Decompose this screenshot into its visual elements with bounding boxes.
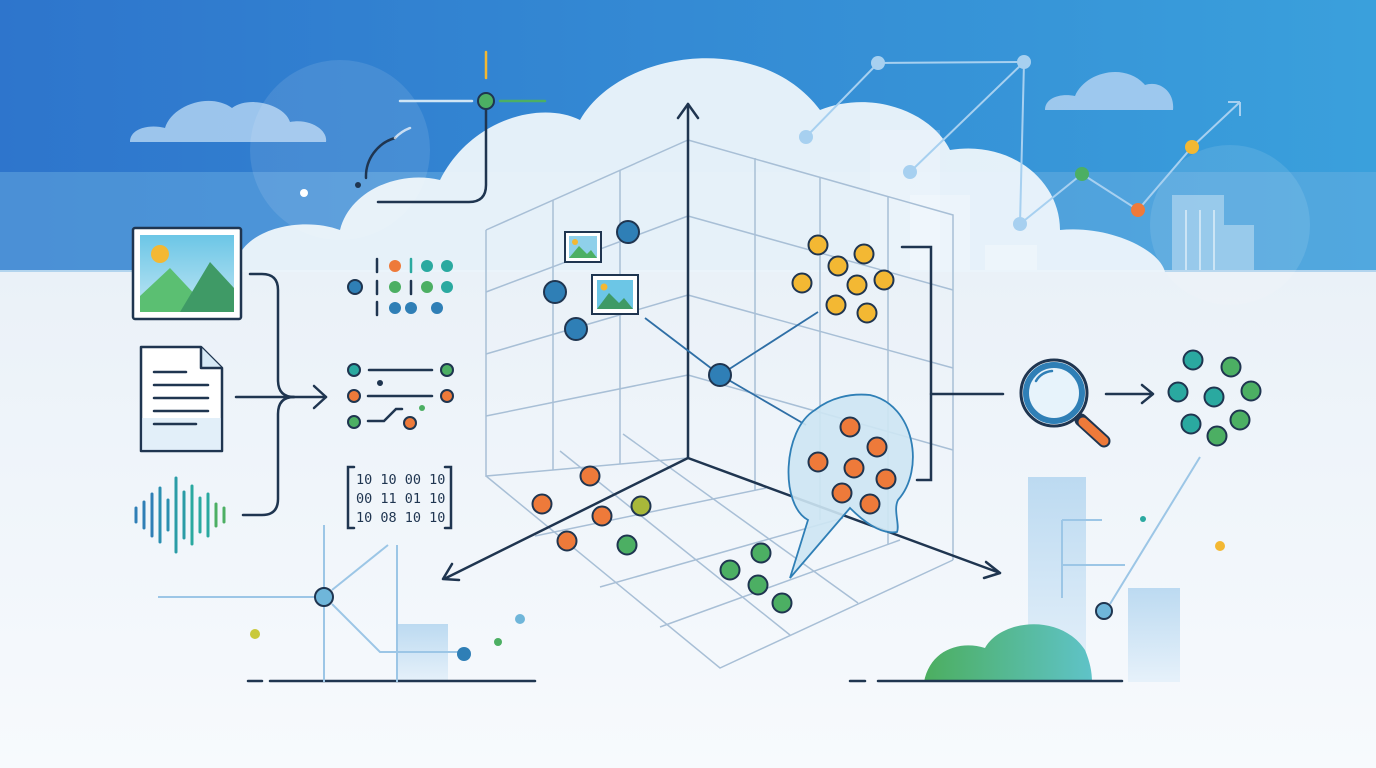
magnifier-icon: [1019, 358, 1111, 448]
image-thumbnail: [564, 231, 602, 263]
orange-left-cluster-point: [531, 493, 553, 515]
lower-right-network: [1061, 456, 1225, 620]
token-dots: [347, 257, 453, 317]
retrieved-cluster-point: [1240, 380, 1262, 402]
green-cluster-point: [750, 542, 772, 564]
green-cluster-point: [771, 592, 793, 614]
retrieved-cluster-point: [1180, 413, 1202, 435]
feature-lines: [347, 363, 454, 430]
green-cluster-point: [747, 574, 769, 596]
green-cluster-point: [719, 559, 741, 581]
blue-cluster-point: [564, 317, 588, 341]
green-hill: [924, 624, 1092, 682]
orange-cluster-point: [839, 416, 861, 438]
query-vector-node: [708, 363, 732, 387]
orange-left-cluster-point: [579, 465, 601, 487]
sun-icon: [151, 245, 169, 263]
binary-line-3: 10 08 10 10: [356, 510, 445, 526]
image-input: [131, 226, 243, 321]
sound-wave-icon: [134, 476, 226, 554]
orange-cluster-point: [875, 468, 897, 490]
merge-connector: [234, 272, 328, 517]
search-connector: [900, 245, 1005, 482]
blue-cluster-point: [616, 220, 640, 244]
orange-left-cluster-point: [591, 505, 613, 527]
image-thumbnail: [591, 274, 639, 315]
binary-matrix: 10 10 00 10 00 11 01 10 10 08 10 10: [346, 465, 453, 530]
embedding-space-3d: [441, 102, 1002, 669]
yellow-cluster-point: [853, 243, 875, 265]
orange-cluster-point: [807, 451, 829, 473]
retrieved-cluster-point: [1229, 409, 1251, 431]
yellow-cluster-point: [856, 302, 878, 324]
yellow-cluster-point: [846, 274, 868, 296]
retrieved-cluster-point: [1182, 349, 1204, 371]
sky-network: [300, 50, 1241, 231]
yellow-cluster-point: [807, 234, 829, 256]
yellow-cluster-point: [825, 294, 847, 316]
orange-left-cluster-point: [630, 495, 652, 517]
lower-left-network: [158, 525, 525, 682]
results-arrow: [1104, 383, 1155, 405]
retrieved-cluster-point: [1203, 386, 1225, 408]
binary-line-1: 10 10 00 10: [356, 472, 445, 488]
yellow-cluster-point: [827, 255, 849, 277]
yellow-cluster-point: [791, 272, 813, 294]
retrieved-cluster-point: [1167, 381, 1189, 403]
orange-left-cluster-point: [616, 534, 638, 556]
orange-cluster-point: [843, 457, 865, 479]
text-document-input: [139, 345, 224, 453]
orange-cluster-point: [859, 493, 881, 515]
binary-line-2: 00 11 01 10: [356, 491, 445, 507]
retrieved-cluster-point: [1220, 356, 1242, 378]
orange-cluster-point: [831, 482, 853, 504]
retrieved-cluster-point: [1206, 425, 1228, 447]
blue-cluster-point: [543, 280, 567, 304]
orange-left-cluster-point: [556, 530, 578, 552]
orange-cluster-point: [866, 436, 888, 458]
yellow-cluster-point: [873, 269, 895, 291]
